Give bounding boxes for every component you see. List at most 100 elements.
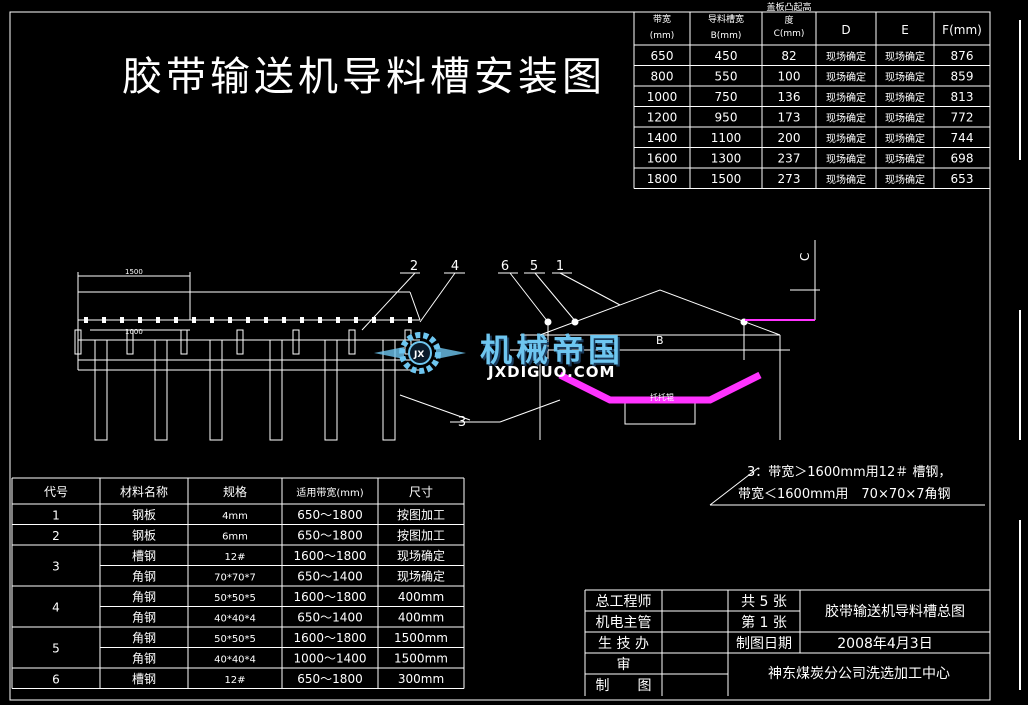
clamp-bracket <box>236 329 244 355</box>
watermark-en: JXDIGUO.COM <box>488 363 616 381</box>
materials-table <box>11 477 465 689</box>
bolt-mark <box>210 317 214 323</box>
materials-cell: 4mm <box>222 511 248 522</box>
materials-cell: 1600～1800 <box>293 590 366 604</box>
materials-cell: 槽钢 <box>132 672 156 686</box>
page-title: 胶带输送机导料槽安装图 <box>122 54 606 100</box>
idler-frame <box>624 399 696 425</box>
materials-cell: 现场确定 <box>397 548 445 563</box>
spec-cell: 237 <box>778 152 801 166</box>
clamp-bracket <box>292 329 300 355</box>
bolt-mark <box>138 317 142 323</box>
materials-cell: 400mm <box>398 611 444 625</box>
spec-cell: 现场确定 <box>885 50 925 63</box>
bolt-mark <box>300 317 304 323</box>
title-block <box>584 589 990 696</box>
spec-header-cell: D <box>841 23 850 37</box>
bolt-mark <box>84 317 88 323</box>
materials-code-cell: 4 <box>52 601 60 615</box>
materials-cell: 按图加工 <box>397 529 445 543</box>
svg-text:JX: JX <box>413 350 424 360</box>
conveyor-belt-trough <box>558 371 762 404</box>
note-line-1: 3：带宽＞1600mm用12＃ 槽钢， <box>747 464 951 480</box>
company-name: 神东煤炭分公司洗选加工中心 <box>768 666 950 682</box>
support-leg <box>382 339 396 441</box>
spec-cell: 698 <box>951 152 974 166</box>
spec-cell: 650 <box>651 49 674 63</box>
materials-cell: 1500mm <box>394 652 448 666</box>
materials-cell: 300mm <box>398 672 444 686</box>
spec-cell: 859 <box>951 70 974 84</box>
spec-cell: 450 <box>715 49 738 63</box>
dim-label-1500: 1500 <box>125 268 143 276</box>
callout-number: 1 <box>556 259 564 274</box>
spec-cell: 1600 <box>647 152 678 166</box>
spec-cell: 82 <box>781 49 796 63</box>
clamp-bracket <box>180 329 188 355</box>
spec-cell: 现场确定 <box>826 91 866 104</box>
clamp-bracket <box>74 329 82 355</box>
callout-number: 6 <box>501 259 509 274</box>
spec-header-cell: B(mm) <box>711 31 742 41</box>
spec-cell: 现场确定 <box>826 112 866 125</box>
materials-cell: 1600～1800 <box>293 631 366 645</box>
spec-table <box>633 12 991 189</box>
spec-cell: 1000 <box>647 90 678 104</box>
clamp-bracket <box>348 329 356 355</box>
spec-cell: 现场确定 <box>885 173 925 186</box>
spec-header-cell: 导料槽宽 <box>708 13 744 25</box>
materials-cell: 角钢 <box>132 590 156 604</box>
spec-cell: 200 <box>778 131 801 145</box>
spec-cell: 136 <box>778 90 801 104</box>
callout-number: 4 <box>451 259 459 274</box>
materials-cell: 650～1400 <box>297 611 362 625</box>
spec-cell: 现场确定 <box>885 132 925 145</box>
spec-cell: 876 <box>951 49 974 63</box>
spec-cell: 现场确定 <box>826 153 866 166</box>
bolt-mark <box>336 317 340 323</box>
label-idler: 托托辊 <box>650 392 674 402</box>
clamp-bracket <box>126 329 134 355</box>
materials-cell: 1000～1400 <box>293 652 366 666</box>
spec-cell: 772 <box>951 111 974 125</box>
watermark-cn: 机械帝国 <box>480 331 625 369</box>
support-leg <box>209 339 223 441</box>
materials-cell: 1500mm <box>394 631 448 645</box>
title-block-role: 机电主管 <box>596 615 652 631</box>
materials-cell: 角钢 <box>132 652 156 666</box>
materials-cell: 50*50*5 <box>214 593 256 604</box>
sheet-number: 第 1 张 <box>741 614 787 631</box>
title-block-role: 总工程师 <box>596 594 652 610</box>
spec-cell: 800 <box>651 70 674 84</box>
materials-cell: 6mm <box>222 532 248 543</box>
materials-header-cell: 材料名称 <box>120 484 168 499</box>
spec-cell: 现场确定 <box>826 50 866 63</box>
spec-cell: 550 <box>715 70 738 84</box>
materials-cell: 70*70*7 <box>214 573 256 584</box>
bolt-mark <box>102 317 106 323</box>
label-b: B <box>656 334 664 347</box>
spec-cell: 现场确定 <box>826 132 866 145</box>
spec-header-cell: 度 <box>784 14 793 26</box>
bolt-mark <box>372 317 376 323</box>
materials-cell: 钢板 <box>132 508 156 522</box>
spec-cell: 950 <box>715 111 738 125</box>
spec-cell: 现场确定 <box>885 91 925 104</box>
cover-plate <box>539 289 781 336</box>
drawing-date: 2008年4月3日 <box>837 636 932 652</box>
drawing-frame <box>9 11 991 701</box>
spec-cell: 现场确定 <box>826 71 866 84</box>
materials-cell: 50*50*5 <box>214 634 256 645</box>
note-line-2: 带宽＜1600mm用 70×70×7角钢 <box>738 486 951 502</box>
materials-cell: 650～1800 <box>297 672 362 686</box>
spec-cell: 653 <box>951 172 974 186</box>
title-block-role: 审 <box>617 657 631 673</box>
drawing-name: 胶带输送机导料槽总图 <box>825 603 965 620</box>
leader-lines <box>361 272 985 506</box>
title-block-role: 制 图 <box>596 678 652 694</box>
spec-cell: 744 <box>951 131 974 145</box>
materials-cell: 650～1800 <box>297 529 362 543</box>
bolt-mark <box>192 317 196 323</box>
